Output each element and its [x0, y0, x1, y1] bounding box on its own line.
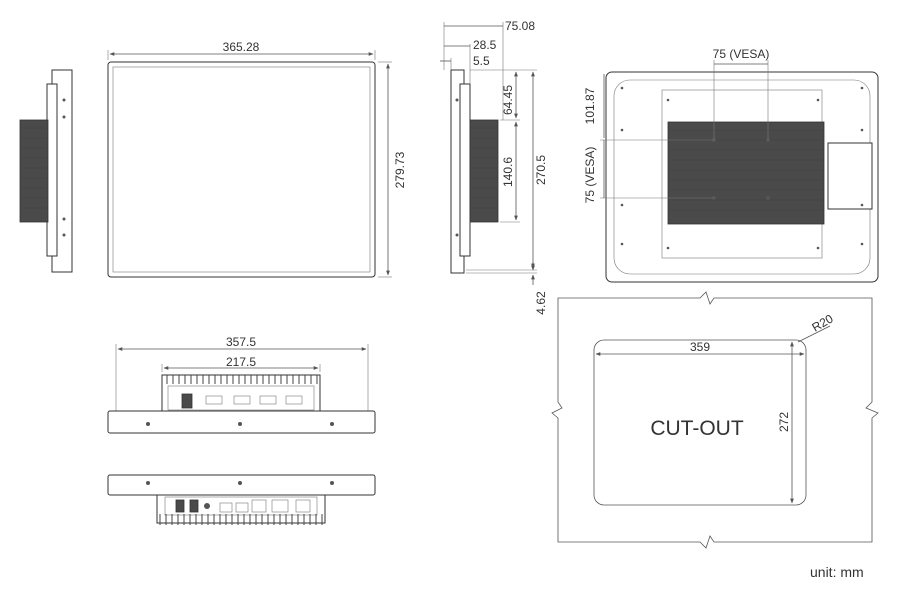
bottom-view: 357.5 217.5: [107, 335, 376, 434]
dim-side-mid-height: 140.6: [501, 157, 515, 187]
right-side-view: 75.08 28.5 5.5 64.45 140.6 270.5 4.62: [440, 19, 548, 315]
cutout-view: 359 272 R20 CUT-OUT: [551, 291, 879, 549]
dim-cutout-width: 359: [690, 340, 710, 354]
dim-front-width: 365.28: [223, 40, 260, 54]
dim-cutout-radius: R20: [810, 311, 836, 334]
dim-rear-vesa-v: 75 (VESA): [583, 147, 597, 204]
dim-side-offset-a: 28.5: [473, 38, 497, 52]
dim-front-height: 279.73: [393, 151, 407, 188]
dim-side-bottom-gap: 4.62: [534, 291, 548, 315]
dim-bottom-width: 357.5: [226, 335, 256, 349]
dim-bottom-inner-width: 217.5: [226, 355, 256, 369]
dim-side-top-gap: 64.45: [501, 85, 515, 115]
unit-label: unit: mm: [810, 564, 864, 580]
cutout-label: CUT-OUT: [650, 417, 743, 440]
left-side-view: [19, 69, 73, 273]
dim-cutout-height: 272: [777, 412, 791, 432]
dim-side-offset-b: 5.5: [473, 54, 490, 68]
dim-rear-vesa-h: 75 (VESA): [713, 47, 770, 61]
dim-rear-top-offset: 101.87: [583, 87, 597, 124]
dim-side-depth: 75.08: [505, 19, 535, 33]
front-view: 365.28 279.73: [107, 40, 407, 278]
rear-view: 75 (VESA) 75 (VESA) 101.87: [583, 47, 879, 283]
dim-side-total-height: 270.5: [534, 155, 548, 185]
top-view: [107, 474, 376, 525]
